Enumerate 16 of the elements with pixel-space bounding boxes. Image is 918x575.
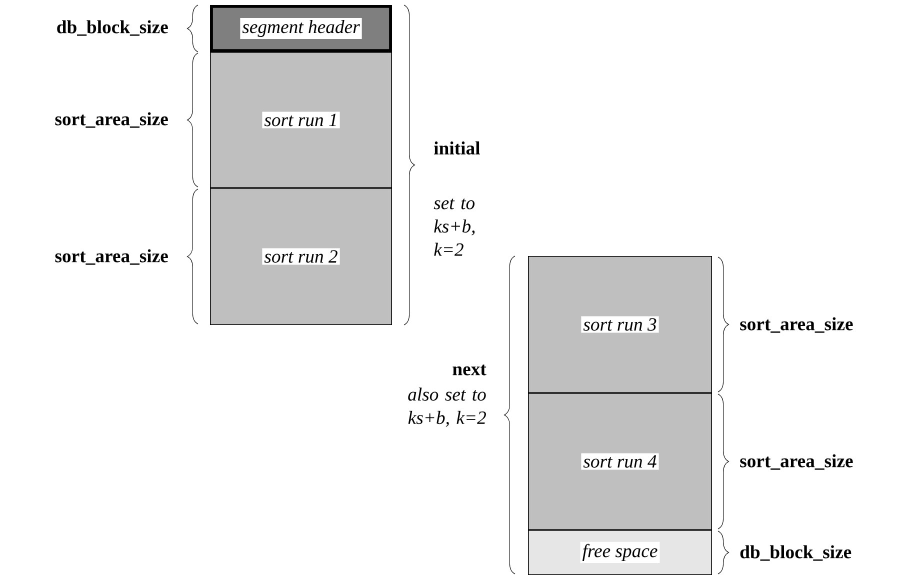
memory-block: segment header	[210, 5, 392, 52]
size-label: db_block_size	[740, 545, 852, 561]
extent-heading: initial	[434, 141, 480, 155]
memory-block: free space	[528, 530, 712, 575]
extent-heading: next	[452, 364, 486, 376]
extent-note: also set to ks+b, k=2	[408, 388, 486, 427]
size-label: sort_area_size	[55, 112, 168, 128]
size-label: db_block_size	[57, 20, 168, 36]
extent-note: set to ks+b, k=2	[434, 198, 475, 256]
memory-block: sort run 4	[528, 393, 712, 530]
memory-block: sort run 2	[210, 188, 392, 325]
memory-block: sort run 3	[528, 256, 712, 393]
memory-block: sort run 1	[210, 52, 392, 188]
size-label: sort_area_size	[740, 317, 853, 333]
size-label: sort_area_size	[55, 249, 168, 265]
size-label: sort_area_size	[740, 454, 853, 470]
